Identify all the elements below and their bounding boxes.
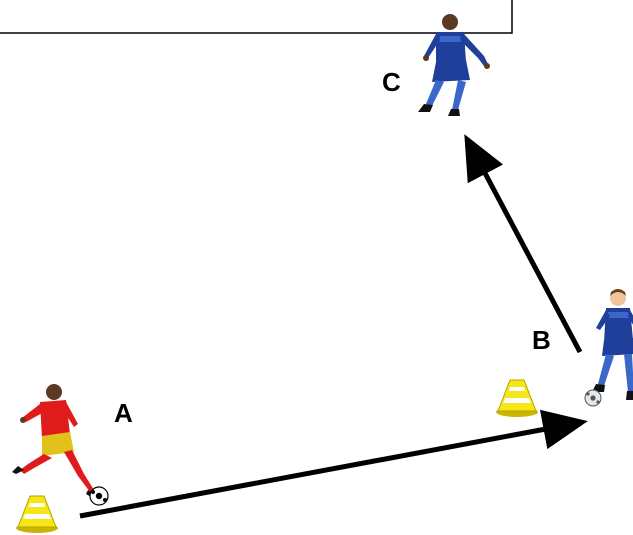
player-label-c: C [382, 67, 401, 97]
pass-arrow-b-to-c [464, 134, 583, 354]
soccer-player-red-kicking-icon [12, 384, 98, 500]
soccer-ball-icon [89, 486, 109, 506]
player-label-a: A [114, 398, 133, 428]
soccer-ball-icon [584, 389, 602, 407]
training-cone-icon [496, 379, 538, 417]
player-label-b: B [532, 325, 551, 355]
goal-outline [0, 0, 513, 34]
soccer-player-blue-standing-icon [418, 14, 490, 116]
training-cone-icon [16, 495, 58, 533]
pass-arrow-a-to-b [79, 409, 588, 519]
soccer-player-blue-dribbling-icon [592, 289, 633, 400]
